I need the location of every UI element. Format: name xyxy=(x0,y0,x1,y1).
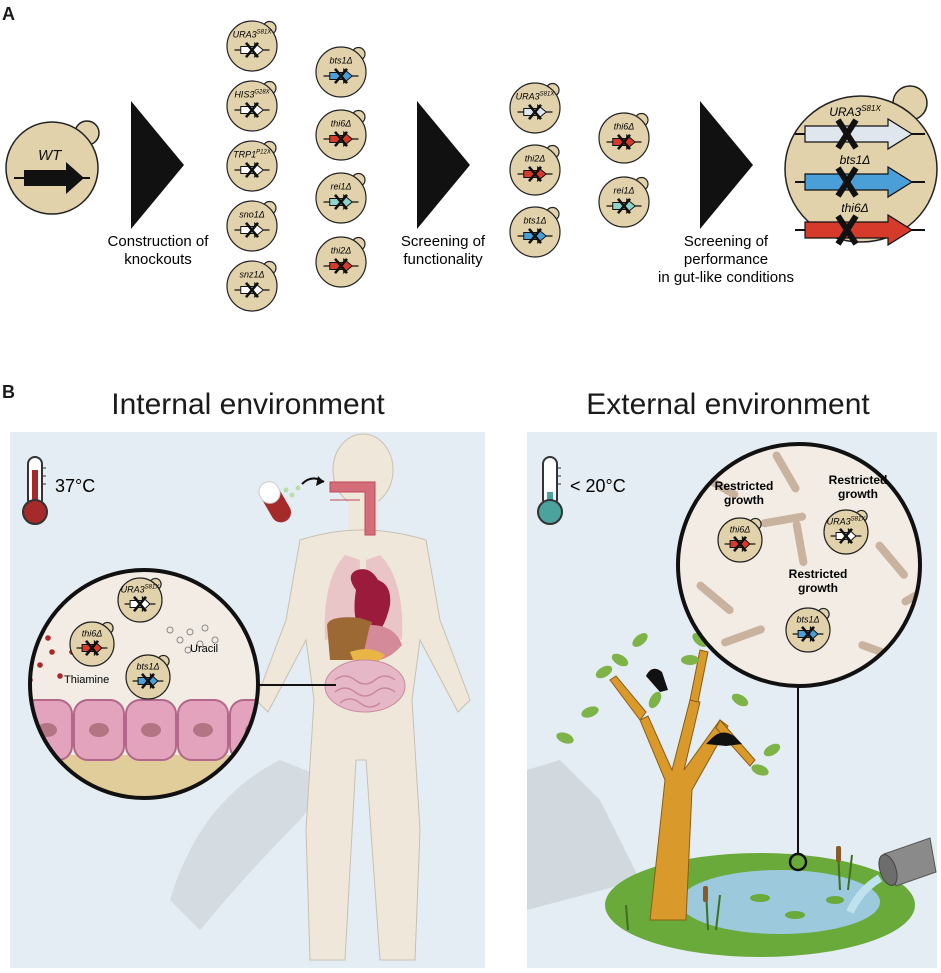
leaves xyxy=(556,633,781,776)
human-shadow xyxy=(170,760,330,930)
yeast-cell: bts1Δ xyxy=(509,206,561,258)
yeast-gene-label: thi2Δ xyxy=(525,153,546,163)
internal-title: Internal environment xyxy=(111,388,385,421)
restricted-1a: Restricted xyxy=(715,479,774,493)
crow-icon xyxy=(646,668,742,746)
yeast-cell: thi6Δ xyxy=(717,517,763,563)
yeast-gene-label: URA3S81X xyxy=(827,516,867,526)
yeast-cell: thi2Δ xyxy=(315,236,367,288)
process-arrow-1 xyxy=(131,101,184,229)
yeast-gene-label: HIS3G28X xyxy=(234,89,270,99)
yeast-cell: bts1Δ xyxy=(125,654,171,700)
yeast-gene-label: thi6Δ xyxy=(730,524,751,534)
yeast-gene-label: bts1Δ xyxy=(523,215,546,225)
yeast-gene-label: bts1Δ xyxy=(796,614,819,624)
yeast-gene-label: thi6Δ xyxy=(614,121,635,131)
airway xyxy=(329,481,376,536)
wt-label: WT xyxy=(38,147,63,164)
yeast-gene-label: rei1Δ xyxy=(330,181,351,191)
restricted-2a: Restricted xyxy=(829,473,888,487)
thiamine-label: Thiamine xyxy=(64,674,109,686)
step3-line3: in gut-like conditions xyxy=(658,269,794,286)
yeast-gene-label: thi2Δ xyxy=(331,245,352,255)
restricted-1b: growth xyxy=(724,493,764,507)
liver xyxy=(327,617,372,660)
restricted-2b: growth xyxy=(838,487,878,501)
thermometer-hot-icon xyxy=(22,456,48,525)
yeast-cell: bts1Δ xyxy=(315,46,367,98)
drain-pipe xyxy=(846,837,937,914)
yeast-cell: sno1Δ xyxy=(226,200,278,252)
yeast-cell: rei1Δ xyxy=(315,172,367,224)
restricted-3a: Restricted xyxy=(789,567,848,581)
yeast-gene-label: URA3S81X xyxy=(233,29,273,39)
yeast-cell: snz1Δ xyxy=(226,260,278,312)
yeast-gene-label: thi6Δ xyxy=(331,118,352,128)
yeast-cell: bts1Δ xyxy=(785,607,831,653)
yeast-gene-label: snz1Δ xyxy=(239,269,264,279)
panel-a-diagram: WT Construction of knockouts Screening o… xyxy=(5,20,938,312)
pill-icon xyxy=(258,476,325,523)
uracil-label: Uracil xyxy=(190,643,218,655)
step2-line2: functionality xyxy=(403,251,483,268)
pond xyxy=(680,870,880,934)
step1-line1: Construction of xyxy=(108,233,210,250)
thermometer-cold-icon xyxy=(537,456,563,525)
yeast-cell: thi2Δ xyxy=(509,144,561,196)
yeast-cell: TRP1P12X xyxy=(226,140,278,192)
yeast-gene-label: bts1Δ xyxy=(329,55,352,65)
yeast-cell: URA3S81X xyxy=(823,509,869,555)
step1-line2: knockouts xyxy=(124,251,192,268)
yeast-cell: thi6Δ xyxy=(315,109,367,161)
yeast-cell: URA3S81X xyxy=(117,577,163,623)
internal-temp: 37°C xyxy=(55,476,95,496)
yeast-cell: thi6Δ xyxy=(69,621,115,667)
yeast-cell: HIS3G28X xyxy=(226,80,278,132)
step3-line1: Screening of xyxy=(684,233,769,250)
restricted-3b: growth xyxy=(798,581,838,595)
process-arrow-2 xyxy=(417,101,470,229)
yeast-gene-label: bts1Δ xyxy=(136,661,159,671)
wt-yeast: WT xyxy=(5,120,100,215)
yeast-gene-label: rei1Δ xyxy=(613,185,634,195)
intestines xyxy=(324,659,406,713)
panel-a-letter: A xyxy=(2,4,15,24)
final-gene-label: bts1Δ xyxy=(840,153,871,167)
yeast-cell: rei1Δ xyxy=(598,176,650,228)
yeast-gene-label: thi6Δ xyxy=(82,628,103,638)
process-arrow-3 xyxy=(700,101,753,229)
yeast-gene-label: TRP1P12X xyxy=(233,149,272,159)
yeast-gene-label: URA3S81X xyxy=(516,91,556,101)
step2-line1: Screening of xyxy=(401,233,486,250)
final-gene-label: thi6Δ xyxy=(841,201,868,215)
external-title: External environment xyxy=(586,388,870,421)
yeast-cell: thi6Δ xyxy=(598,112,650,164)
human-body xyxy=(255,433,471,961)
yeast-gene-label: sno1Δ xyxy=(239,209,265,219)
yeast-cell: URA3S81X xyxy=(226,20,278,72)
external-temp: < 20°C xyxy=(570,476,626,496)
step3-line2: performance xyxy=(684,251,768,268)
tree-shadow xyxy=(527,760,640,910)
yeast-gene-label: URA3S81X xyxy=(121,584,161,594)
yeast-cell: URA3S81X xyxy=(509,82,561,134)
panel-b-letter: B xyxy=(2,382,15,402)
